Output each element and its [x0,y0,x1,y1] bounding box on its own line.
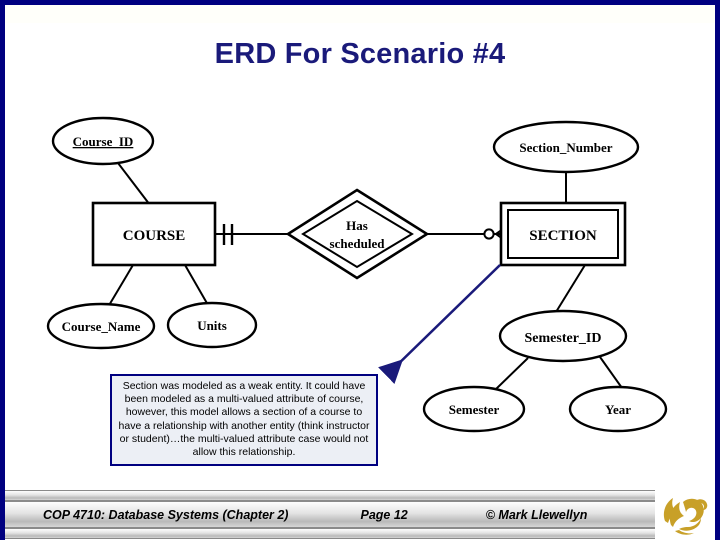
attribute-section-number[interactable]: Section_Number [492,120,640,174]
entity-course-label: COURSE [123,228,186,244]
slide-border-top [0,0,720,5]
attribute-course-id[interactable]: Course_ID [51,116,155,166]
footer-band-main [5,501,715,528]
pegasus-logo [655,488,715,540]
attribute-course-id-label: Course_ID [73,134,134,149]
connector-semesterid-year [599,356,623,389]
connector-semesterid-semester [494,357,529,391]
relationship-label-line1: Has [346,218,368,233]
attribute-semester[interactable]: Semester [422,385,526,433]
attribute-year[interactable]: Year [568,385,668,433]
entity-section[interactable]: SECTION [499,201,627,267]
callout-arrow [378,264,501,385]
slide-border-right [715,0,720,540]
connector-course-units [184,264,209,306]
page-title: ERD For Scenario #4 [214,38,506,70]
connector-section-semesterid [555,264,586,313]
slide-border-left [0,0,5,540]
relationship-label-line2: scheduled [330,236,386,251]
entity-course[interactable]: COURSE [91,201,217,267]
footer-course-label: COP 4710: Database Systems (Chapter 2) [43,507,289,522]
attribute-course-name-label: Course_Name [62,319,141,334]
relationship-has-scheduled[interactable]: Has scheduled [285,188,430,280]
attribute-semester-label: Semester [449,402,500,417]
annotation-callout-text: Section was modeled as a weak entity. It… [118,380,370,459]
cardinality-one-mandatory [222,224,234,245]
attribute-course-name[interactable]: Course_Name [46,302,156,350]
entity-section-label: SECTION [529,228,597,244]
footer-page-number: Page 12 [360,507,408,522]
slide-inner-tint [5,5,715,23]
attribute-section-number-label: Section_Number [519,140,612,155]
footer-band-bottom [5,528,715,539]
footer-band-top [5,490,715,501]
attribute-year-label: Year [605,402,631,417]
attribute-units[interactable]: Units [166,301,258,349]
attribute-semester-id[interactable]: Semester_ID [498,309,628,363]
pegasus-logo-icon [663,498,708,535]
attribute-units-label: Units [197,318,227,333]
footer-copyright: © Mark Llewellyn [485,507,588,522]
attribute-semester-id-label: Semester_ID [525,331,602,346]
erd-connectors [107,162,623,391]
slide-footer: COP 4710: Database Systems (Chapter 2) P… [5,488,715,540]
connector-courseid-course [117,162,151,206]
annotation-callout: Section was modeled as a weak entity. It… [110,374,378,467]
connector-course-coursename [107,264,134,308]
